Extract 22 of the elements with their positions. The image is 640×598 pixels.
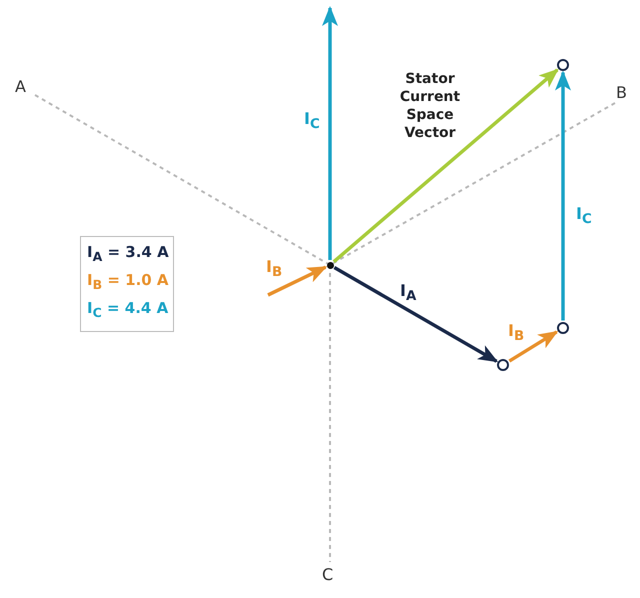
vector-label: I$_{C}$: [576, 205, 592, 230]
vector-label: Stator Current Space Vector: [398, 70, 462, 142]
axis-label: B: [616, 84, 627, 102]
vector-label: I$_{A}$: [400, 282, 416, 306]
vector-arrow: [508, 330, 558, 363]
current-value: I$_{C}$ = 4.4 A: [87, 299, 168, 322]
vector-endpoint: [497, 359, 509, 371]
current-value: I$_{A}$ = 3.4 A: [87, 243, 169, 266]
axis-label: C: [322, 566, 334, 584]
vector-label: I$_{C}$: [304, 110, 320, 134]
vector-arrow: [555, 70, 571, 320]
vector-arrow: [332, 68, 559, 264]
vector-endpoint: [557, 322, 569, 334]
origin-point: [326, 262, 334, 268]
vector-endpoint: [557, 59, 569, 71]
vector-label: I$_{B}$: [508, 322, 524, 346]
current-value: I$_{B}$ = 1.0 A: [87, 271, 169, 294]
vector-arrow: [333, 266, 498, 363]
vector-label: I$_{B}$: [266, 258, 282, 282]
vector-arrow: [322, 6, 338, 260]
axis-label: A: [15, 78, 26, 96]
vector-arrow: [267, 266, 328, 297]
